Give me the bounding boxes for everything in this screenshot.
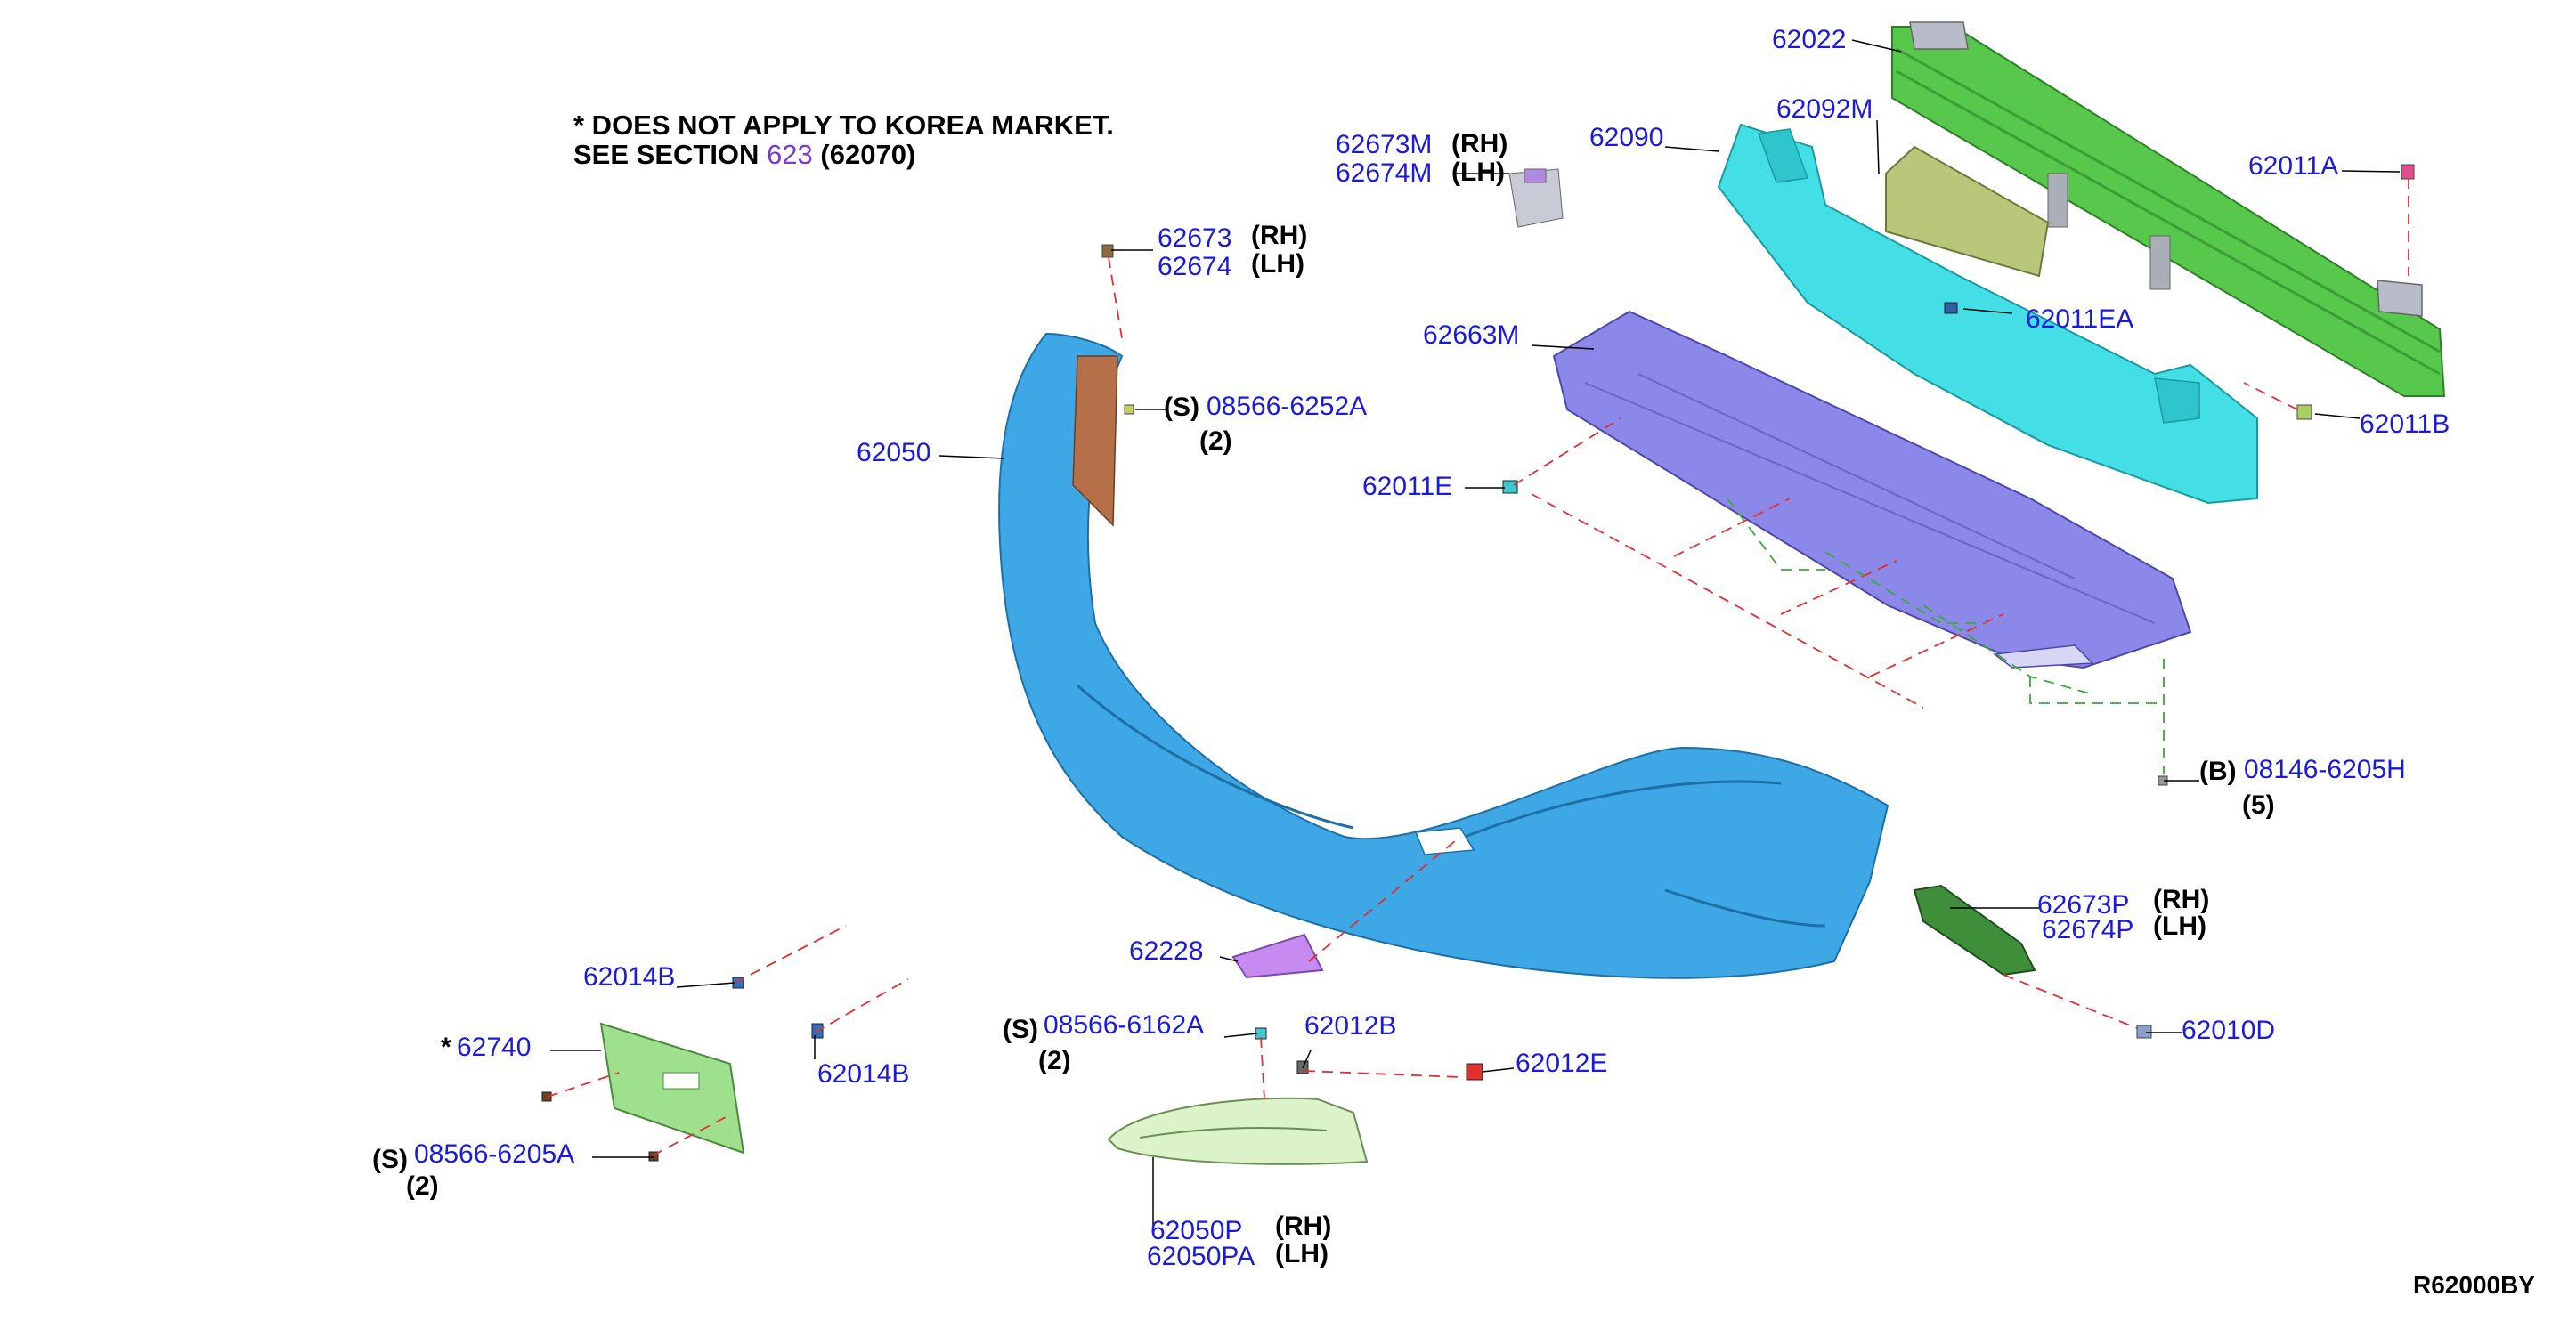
label-s2-qty: (2) [1038, 1046, 1071, 1075]
label-62014B-lower[interactable]: 62014B [817, 1059, 910, 1089]
assembly-lines-red [547, 178, 2409, 1156]
label-62011A[interactable]: 62011A [2248, 151, 2339, 181]
label-62740[interactable]: 62740 [457, 1033, 532, 1062]
under-cover-62663M [1552, 310, 2192, 669]
label-62014B-upper[interactable]: 62014B [583, 962, 676, 992]
label-s3-qty: (2) [406, 1171, 439, 1201]
label-62050PA-side: (LH) [1275, 1239, 1329, 1268]
label-62674M[interactable]: 62674M [1336, 158, 1433, 188]
label-62674M-side: (LH) [1451, 158, 1505, 187]
label-62011EA[interactable]: 62011EA [2026, 304, 2134, 334]
label-62050[interactable]: 62050 [857, 438, 931, 467]
label-62012B[interactable]: 62012B [1304, 1011, 1397, 1041]
energy-absorber-62090 [1717, 123, 2258, 505]
label-62673P[interactable]: 62673P [2037, 890, 2130, 920]
label-62674[interactable]: 62674 [1158, 252, 1232, 281]
license-bracket-62740 [599, 1022, 745, 1155]
label-08566-6252A[interactable]: 08566-6252A [1207, 392, 1368, 421]
label-62674P-side: (LH) [2153, 912, 2206, 941]
label-62673P-side: (RH) [2153, 885, 2210, 914]
market-note-line1: * DOES NOT APPLY TO KOREA MARKET. [573, 109, 1114, 141]
label-62092M[interactable]: 62092M [1776, 94, 1873, 124]
label-s3-prefix: (S) [372, 1145, 408, 1174]
section-ref: (62070) [820, 138, 916, 170]
label-s1-qty: (2) [1199, 426, 1232, 456]
label-08566-6205A[interactable]: 08566-6205A [414, 1139, 575, 1169]
label-s1-prefix: (S) [1164, 393, 1199, 422]
label-b-qty: (5) [2242, 790, 2275, 820]
label-62050PA[interactable]: 62050PA [1147, 1242, 1255, 1271]
section-link[interactable]: 623 [767, 138, 813, 170]
label-62663M[interactable]: 62663M [1423, 320, 1520, 350]
label-b-prefix: (B) [2199, 757, 2237, 786]
bumper-reinforcement-62022 [1891, 21, 2446, 397]
label-62673[interactable]: 62673 [1158, 223, 1232, 253]
assembly-lines-green [1727, 498, 2165, 774]
cover-62228 [1231, 933, 1324, 979]
label-62673M[interactable]: 62673M [1336, 130, 1433, 159]
label-62674-side: (LH) [1251, 249, 1304, 279]
label-62090[interactable]: 62090 [1589, 123, 1664, 152]
label-62050P-side: (RH) [1275, 1212, 1332, 1241]
absorber-block-62092M [1885, 145, 2050, 278]
leader-lines [550, 39, 2401, 1228]
label-s2-prefix: (S) [1003, 1015, 1038, 1044]
fog-bezel-62050P [1107, 1097, 1369, 1165]
label-62011E[interactable]: 62011E [1362, 472, 1453, 501]
drawing-code: R62000BY [2413, 1271, 2535, 1299]
label-08146-6205H[interactable]: 08146-6205H [2244, 755, 2406, 784]
label-62674P[interactable]: 62674P [2042, 915, 2134, 944]
side-bracket-62673P [1913, 884, 2036, 977]
label-62673-side: (RH) [1251, 221, 1308, 250]
label-62012E[interactable]: 62012E [1516, 1049, 1608, 1078]
label-62050P[interactable]: 62050P [1150, 1216, 1243, 1245]
label-62740-star: * [441, 1033, 451, 1062]
bumper-fascia-62050 [998, 332, 1889, 979]
label-62022[interactable]: 62022 [1772, 25, 1847, 54]
label-08566-6162A[interactable]: 08566-6162A [1044, 1010, 1205, 1040]
label-62011B[interactable]: 62011B [2360, 409, 2450, 439]
market-note: * DOES NOT APPLY TO KOREA MARKET. SEE SE… [573, 109, 1114, 170]
label-62010D[interactable]: 62010D [2182, 1016, 2276, 1045]
label-62673M-side: (RH) [1451, 129, 1508, 158]
label-62228[interactable]: 62228 [1129, 936, 1204, 966]
market-note-line2-prefix: SEE SECTION [573, 138, 760, 170]
